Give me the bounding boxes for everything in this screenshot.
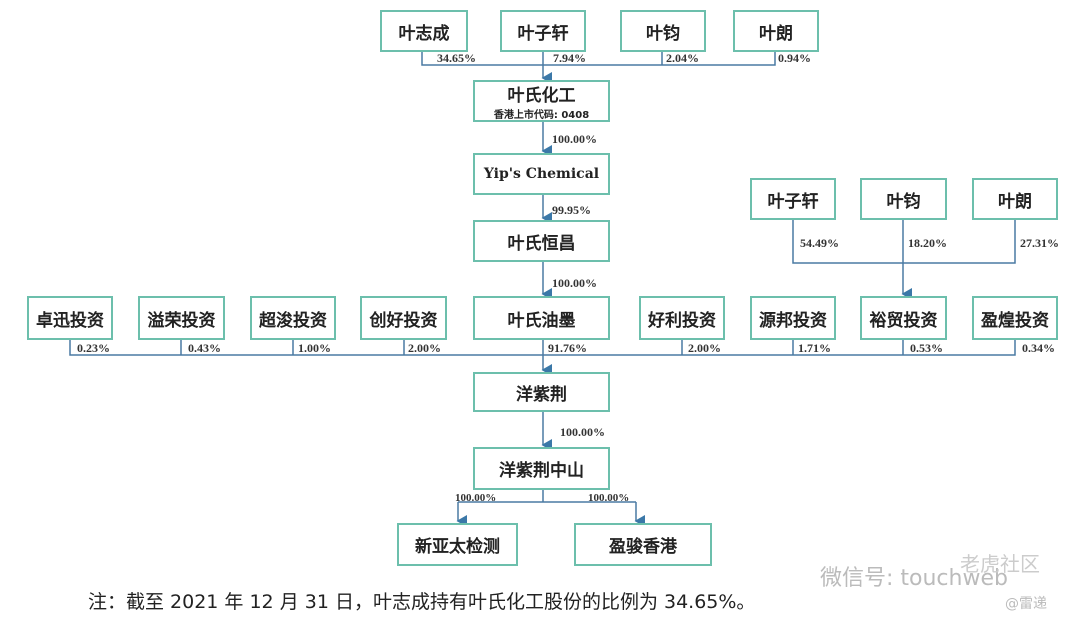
pct-label: 7.94% bbox=[553, 51, 586, 65]
subsidiary-box: 新亚太检测 bbox=[397, 523, 518, 566]
footnote: 注：截至 2021 年 12 月 31 日，叶志成持有叶氏化工股份的比例为 34… bbox=[88, 591, 756, 613]
shareholder-box: 叶钧 bbox=[620, 10, 706, 52]
watermark-wechat: 微信号: touchweb bbox=[820, 566, 1008, 591]
pct-label: 27.31% bbox=[1020, 236, 1059, 250]
pct-label: 2.00% bbox=[408, 341, 441, 355]
company-box: 洋紫荆 bbox=[473, 372, 610, 412]
pct-label: 34.65% bbox=[437, 51, 476, 65]
pct-label: 0.43% bbox=[188, 341, 221, 355]
shareholder-box: 叶朗 bbox=[733, 10, 819, 52]
pct-label: 100.00% bbox=[552, 132, 597, 146]
owner-box: 叶朗 bbox=[972, 178, 1058, 220]
watermark-brand: 老虎社区 bbox=[960, 552, 1040, 576]
company-box-yip-chemical-hk: 叶氏化工 香港上市代码: 0408 bbox=[473, 80, 610, 122]
listing-code: 香港上市代码: 0408 bbox=[493, 110, 590, 121]
pct-label: 0.34% bbox=[1022, 341, 1055, 355]
shareholder-box: 叶志成 bbox=[380, 10, 468, 52]
pct-label: 2.00% bbox=[688, 341, 721, 355]
company-box: Yip's Chemical bbox=[473, 153, 610, 195]
investor-box: 裕贸投资 bbox=[860, 296, 947, 340]
pct-label: 91.76% bbox=[548, 341, 587, 355]
owner-box: 叶钧 bbox=[860, 178, 947, 220]
pct-label: 18.20% bbox=[908, 236, 947, 250]
company-name: 叶氏化工 bbox=[507, 86, 576, 106]
investor-box: 源邦投资 bbox=[750, 296, 836, 340]
watermark-handle: @雷递 bbox=[1005, 596, 1047, 612]
pct-label: 54.49% bbox=[800, 236, 839, 250]
investor-box: 好利投资 bbox=[639, 296, 725, 340]
investor-box: 盈煌投资 bbox=[972, 296, 1058, 340]
investor-box: 卓迅投资 bbox=[27, 296, 113, 340]
pct-label: 100.00% bbox=[552, 276, 597, 290]
pct-label: 2.04% bbox=[666, 51, 699, 65]
investor-box: 溢荣投资 bbox=[138, 296, 225, 340]
pct-label: 100.00% bbox=[588, 492, 630, 504]
pct-label: 0.94% bbox=[778, 51, 811, 65]
owner-box: 叶子轩 bbox=[750, 178, 836, 220]
investor-box: 创好投资 bbox=[360, 296, 447, 340]
pct-label: 0.23% bbox=[77, 341, 110, 355]
subsidiary-box: 盈骏香港 bbox=[574, 523, 712, 566]
pct-label: 100.00% bbox=[455, 492, 497, 504]
investor-box: 超浚投资 bbox=[250, 296, 336, 340]
pct-label: 100.00% bbox=[560, 425, 605, 439]
shareholder-box: 叶子轩 bbox=[500, 10, 586, 52]
pct-label: 1.00% bbox=[298, 341, 331, 355]
pct-label: 99.95% bbox=[552, 203, 591, 217]
pct-label: 0.53% bbox=[910, 341, 943, 355]
company-box: 叶氏油墨 bbox=[473, 296, 610, 340]
company-box: 洋紫荆中山 bbox=[473, 447, 610, 490]
company-box: 叶氏恒昌 bbox=[473, 220, 610, 262]
pct-label: 1.71% bbox=[798, 341, 831, 355]
